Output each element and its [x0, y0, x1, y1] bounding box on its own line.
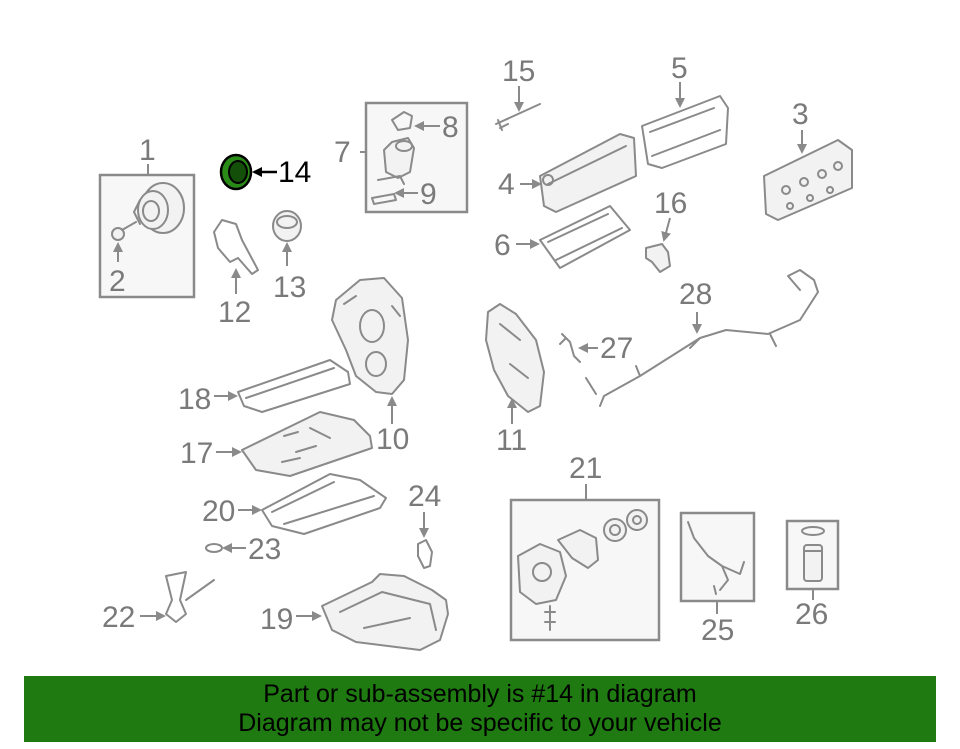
callout-4[interactable]: 4	[498, 168, 515, 201]
part-16-sensor-group[interactable]: 16	[645, 187, 687, 273]
housing-gasket-icon	[371, 193, 397, 205]
pulley-bolt-icon	[111, 221, 137, 241]
filter-cap-gasket-icon	[391, 111, 413, 131]
part-28-tube-group[interactable]: 28	[585, 269, 819, 407]
valve-cover-icon	[539, 133, 637, 213]
engine-plate-icon	[485, 303, 545, 413]
part-22-pickup-group[interactable]: 22	[102, 571, 215, 634]
part-4-cover-group[interactable]: 4	[498, 133, 637, 213]
callout-14[interactable]: 14	[278, 156, 311, 189]
oil-filter-icon	[801, 526, 825, 582]
callout-25[interactable]: 25	[701, 614, 734, 647]
pump-relief-valve-icon	[544, 605, 556, 631]
part-20-gasket-group[interactable]: 20	[202, 473, 387, 535]
lower-gasket-icon	[539, 205, 631, 269]
callout-20[interactable]: 20	[202, 495, 235, 528]
part-25-box	[679, 511, 756, 603]
callout-21[interactable]: 21	[569, 452, 602, 485]
callout-19[interactable]: 19	[260, 603, 293, 636]
part-6-gasket-group[interactable]: 6	[494, 205, 631, 269]
callout-2[interactable]: 2	[109, 265, 126, 298]
windage-tray-icon	[241, 411, 373, 477]
callout-18[interactable]: 18	[178, 383, 211, 416]
callout-23[interactable]: 23	[248, 533, 281, 566]
callout-26[interactable]: 26	[795, 598, 828, 631]
part-12-gasket-group[interactable]: 12	[213, 219, 259, 329]
plug-connector-icon	[559, 333, 581, 363]
part-3-head-group[interactable]: 3	[763, 98, 853, 221]
info-banner: Part or sub-assembly is #14 in diagram D…	[24, 676, 936, 742]
crank-seal-icon	[219, 153, 253, 191]
callout-7[interactable]: 7	[334, 136, 351, 169]
pump-gears-icon	[603, 509, 648, 542]
oil-pump-icon	[517, 529, 599, 605]
part-18-gasket-group[interactable]: 18	[178, 359, 351, 416]
part-11-cover-plate-group[interactable]: 11	[485, 303, 545, 457]
part-10-timing-cover-group[interactable]: 10	[331, 277, 409, 456]
part-14-crank-seal-group[interactable]: 14	[219, 153, 311, 191]
oil-pickup-icon	[165, 571, 215, 623]
callout-5[interactable]: 5	[671, 52, 688, 85]
part-17-tray-group[interactable]: 17	[180, 411, 373, 477]
part-27-plug-group[interactable]: 27	[559, 332, 633, 365]
seal-ring-icon	[272, 210, 302, 242]
banner-line-1: Part or sub-assembly is #14 in diagram	[263, 680, 697, 708]
part-1-crank-pulley-group[interactable]: 1 2	[98, 134, 196, 299]
callout-8[interactable]: 8	[442, 111, 459, 144]
dipstick-tube-icon	[687, 521, 745, 595]
part-25-dipstick-group[interactable]: 25	[679, 511, 756, 647]
callout-27[interactable]: 27	[600, 332, 633, 365]
callout-15[interactable]: 15	[502, 55, 535, 88]
callout-28[interactable]: 28	[679, 278, 712, 311]
part-13-ring-group[interactable]: 13	[272, 210, 306, 304]
timing-cover-icon	[331, 277, 409, 395]
callout-16[interactable]: 16	[654, 187, 687, 220]
callout-10[interactable]: 10	[376, 423, 409, 456]
callout-12[interactable]: 12	[218, 296, 251, 329]
callout-13[interactable]: 13	[273, 271, 306, 304]
cover-gasket-icon	[213, 219, 259, 275]
part-15-bolt-group[interactable]: 15	[495, 55, 541, 131]
sensor-icon	[645, 243, 671, 273]
callout-22[interactable]: 22	[102, 601, 135, 634]
drain-plug-icon	[417, 539, 433, 569]
part-7-filter-housing-group[interactable]: 7 8 9	[334, 101, 469, 214]
head-port-holes-icon	[781, 161, 843, 210]
filter-housing-icon	[377, 137, 415, 185]
part-24-drain-plug-group[interactable]: 24	[408, 480, 441, 569]
callout-17[interactable]: 17	[180, 437, 213, 470]
callout-3[interactable]: 3	[792, 98, 809, 131]
callout-24[interactable]: 24	[408, 480, 441, 513]
part-21-oil-pump-group[interactable]: 21	[509, 452, 661, 642]
oil-pan-icon	[321, 573, 449, 651]
part-26-oil-filter-group[interactable]: 26	[785, 519, 840, 631]
banner-line-2: Diagram may not be specific to your vehi…	[238, 709, 722, 737]
part-19-oil-pan-group[interactable]: 19	[260, 573, 449, 651]
callout-1[interactable]: 1	[139, 134, 156, 167]
crank-pulley-icon	[133, 182, 185, 234]
valve-cover-gasket-icon	[641, 95, 729, 169]
oil-pan-gasket-top-icon	[237, 359, 351, 413]
part-23-oring-group[interactable]: 23	[205, 533, 281, 566]
crankcase-tube-icon	[585, 269, 819, 407]
callout-6[interactable]: 6	[494, 229, 511, 262]
part-5-gasket-group[interactable]: 5	[641, 52, 729, 169]
callout-11[interactable]: 11	[496, 424, 527, 457]
callout-9[interactable]: 9	[420, 178, 437, 211]
oil-pan-gasket-icon	[261, 473, 387, 535]
stud-bolt-icon	[495, 103, 541, 131]
o-ring-icon	[205, 543, 223, 553]
